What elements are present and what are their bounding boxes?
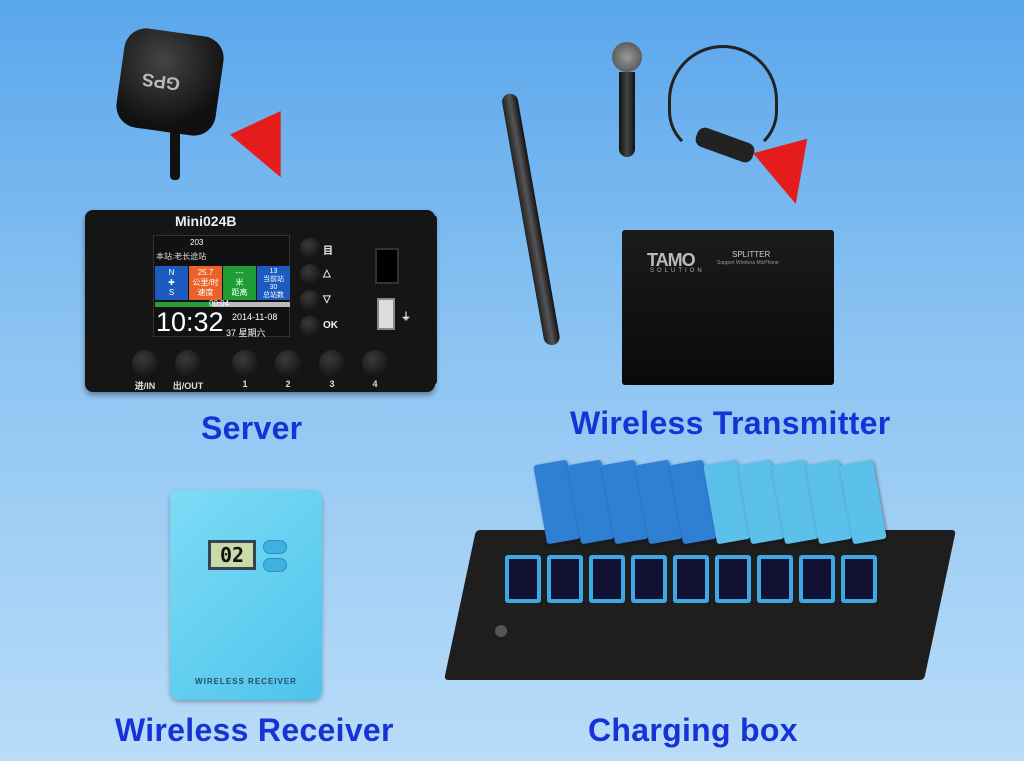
charging-box-label: Charging box bbox=[588, 712, 798, 748]
up-button[interactable] bbox=[300, 264, 320, 284]
button-2[interactable] bbox=[275, 350, 301, 376]
progress-time: 00:04 bbox=[209, 299, 230, 308]
headset-microphone bbox=[668, 45, 778, 155]
receiver-label: Wireless Receiver bbox=[115, 712, 394, 748]
button-label: 出/OUT bbox=[172, 381, 204, 391]
receiver-down-button[interactable] bbox=[263, 558, 287, 572]
arrow-icon bbox=[753, 138, 823, 212]
button-3[interactable] bbox=[319, 350, 345, 376]
receiver-units bbox=[533, 459, 887, 545]
brand-sub: SOLUTION bbox=[650, 268, 705, 274]
receiver-up-button[interactable] bbox=[263, 540, 287, 554]
button-label: 目 bbox=[323, 246, 333, 257]
button-label: △ bbox=[323, 268, 331, 279]
ok-button[interactable] bbox=[300, 316, 320, 336]
receiver-text: WIRELESS RECEIVER bbox=[195, 677, 297, 686]
power-switch[interactable] bbox=[375, 248, 399, 284]
status-number: 203 bbox=[190, 238, 204, 247]
antenna bbox=[500, 92, 561, 347]
in-button[interactable] bbox=[132, 350, 158, 376]
transmitter-label: Wireless Transmitter bbox=[570, 405, 891, 441]
arrow-icon bbox=[229, 110, 307, 190]
button-1[interactable] bbox=[232, 350, 258, 376]
power-jack bbox=[495, 625, 507, 637]
usb-port bbox=[377, 298, 395, 330]
station-name: 本站:老长途站 bbox=[156, 252, 207, 261]
button-label: 3 bbox=[329, 379, 335, 389]
brand-logo: TAMO bbox=[647, 250, 696, 270]
device-title: SPLITTER bbox=[732, 250, 771, 259]
compass-cell: N✚S bbox=[155, 266, 188, 300]
menu-button[interactable] bbox=[300, 238, 320, 258]
button-4[interactable] bbox=[362, 350, 388, 376]
distance-cell: ---米距离 bbox=[223, 266, 256, 300]
button-label: 1 bbox=[242, 379, 248, 389]
device-subtitle: Support Wireless MicPhone bbox=[717, 260, 779, 266]
model-name: Mini024B bbox=[175, 213, 237, 229]
button-label: OK bbox=[323, 320, 338, 331]
transmitter-device: TAMO SOLUTION SPLITTER Support Wireless … bbox=[622, 230, 834, 385]
gps-cable bbox=[170, 130, 180, 180]
usb-icon: ⏚ bbox=[401, 312, 411, 323]
weekday-line: 37 星期六 bbox=[226, 328, 266, 338]
date: 2014-11-08 bbox=[232, 312, 278, 322]
receiver-device: 02 WIRELESS RECEIVER bbox=[170, 490, 322, 700]
down-button[interactable] bbox=[300, 290, 320, 310]
progress-bar bbox=[155, 302, 290, 307]
button-label: ▽ bbox=[323, 294, 331, 305]
gps-antenna: GPS bbox=[113, 25, 227, 139]
out-button[interactable] bbox=[175, 350, 201, 376]
button-label: 2 bbox=[285, 379, 291, 389]
button-label: 4 bbox=[372, 379, 378, 389]
charging-box bbox=[444, 530, 956, 680]
charging-slots bbox=[505, 555, 877, 603]
clock-time: 10:32 bbox=[156, 307, 224, 337]
handheld-microphone bbox=[612, 42, 642, 157]
server-label: Server bbox=[201, 410, 303, 446]
receiver-lcd: 02 bbox=[208, 540, 256, 570]
button-label: 进/IN bbox=[134, 381, 156, 391]
